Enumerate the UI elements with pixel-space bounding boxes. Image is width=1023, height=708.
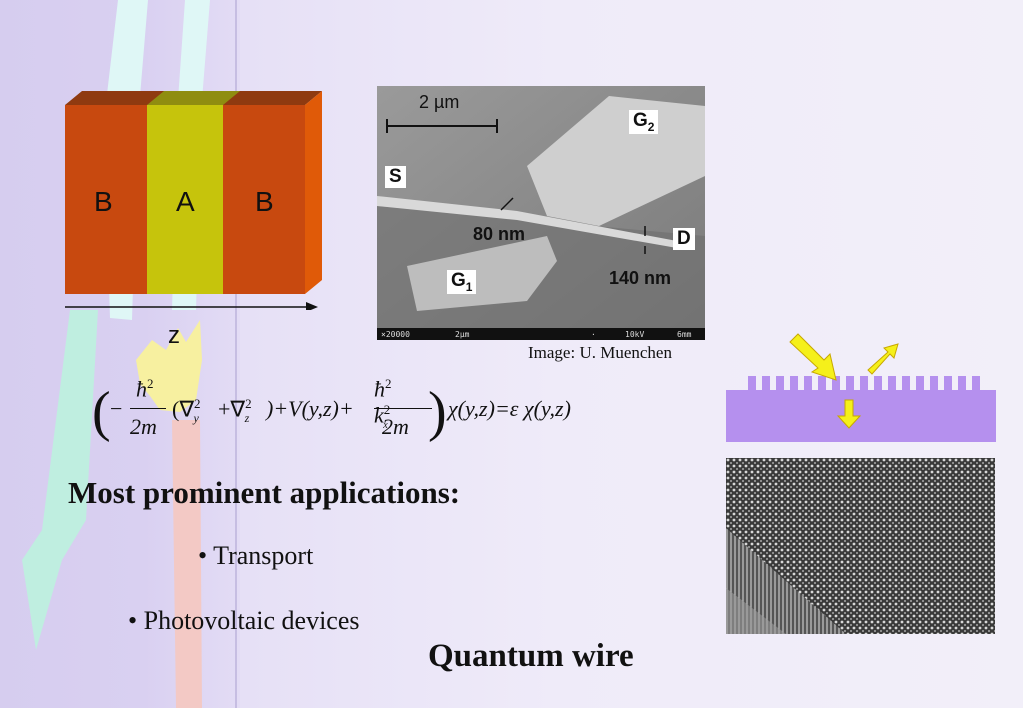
sem-magnification: ×20000 xyxy=(381,330,410,339)
absorbed-light-arrow-icon xyxy=(836,399,862,429)
sem-dot: · xyxy=(591,330,596,339)
sem-working-distance: 6mm xyxy=(677,330,692,339)
right-paren: ) xyxy=(428,381,447,443)
gate-2-pad xyxy=(527,96,705,226)
nanowire-texture xyxy=(726,458,995,634)
laplacian-y: (∇2y xyxy=(172,396,201,425)
substrate xyxy=(726,390,996,442)
denominator-2m-1: 2m xyxy=(130,414,157,439)
hbar-numerator: ħ2 xyxy=(136,376,154,402)
layer-b-right xyxy=(223,105,305,294)
z-axis-arrowhead xyxy=(306,302,318,310)
incident-light-arrow-icon xyxy=(789,333,837,381)
fraction-bar-1 xyxy=(130,408,166,409)
minus-sign: − xyxy=(110,396,123,421)
sem-scale-text: 2µm xyxy=(455,330,470,339)
applications-heading: Most prominent applications: xyxy=(68,475,461,510)
nanowire-array-image xyxy=(726,458,995,634)
image-caption: Image: U. Muenchen xyxy=(528,343,672,362)
denominator-2m-2: 2m xyxy=(382,414,409,439)
top-face-middle xyxy=(147,91,240,105)
wire-channel xyxy=(377,196,677,248)
source-label: S xyxy=(385,166,406,188)
sem-info-bar xyxy=(377,328,705,340)
schrodinger-equation: ( − ħ2 2m (∇2y +∇2z )+V(y,z)+ ħ2 k2x 2m … xyxy=(92,372,632,452)
surface-texture xyxy=(748,376,980,391)
scale-bar-label: 2 µm xyxy=(419,92,460,112)
laplacian-z: +∇2z xyxy=(218,396,252,425)
gate-1-label: G1 xyxy=(447,270,477,294)
width-140nm-label: 140 nm xyxy=(609,268,672,288)
rhs-wavefunction: χ(y,z)=ε χ(y,z) xyxy=(448,396,571,421)
kinetic-numerator: ħ2 k2x xyxy=(374,376,392,432)
potential-term: )+V(y,z)+ xyxy=(266,396,354,421)
photovoltaic-surface-diagram xyxy=(726,333,996,442)
layer-label-b-right: B xyxy=(255,186,274,217)
gate-1-pad xyxy=(407,236,557,311)
gate-2-label: G2 xyxy=(629,110,659,134)
left-paren: ( xyxy=(92,381,111,443)
drain-label: D xyxy=(673,228,695,250)
sem-micrograph: 2 µm G2 S D G1 80 nm 140 nm ×20000 2µm ·… xyxy=(377,86,705,340)
fraction-bar-2 xyxy=(374,408,432,409)
bullet-transport: • Transport xyxy=(198,541,314,570)
layer-label-a: A xyxy=(176,186,195,217)
side-face xyxy=(305,91,322,294)
slide-title: Quantum wire xyxy=(428,638,634,674)
layer-a-middle xyxy=(147,105,223,294)
reflected-light-arrow-icon xyxy=(867,343,899,375)
layer-b-left xyxy=(65,105,147,294)
width-80nm-label: 80 nm xyxy=(473,224,526,244)
z-axis-label: z xyxy=(168,322,180,349)
sem-voltage: 10kV xyxy=(625,330,645,339)
layer-structure-diagram xyxy=(65,91,322,310)
bullet-photovoltaic: • Photovoltaic devices xyxy=(128,606,360,635)
layer-label-b-left: B xyxy=(94,186,113,217)
